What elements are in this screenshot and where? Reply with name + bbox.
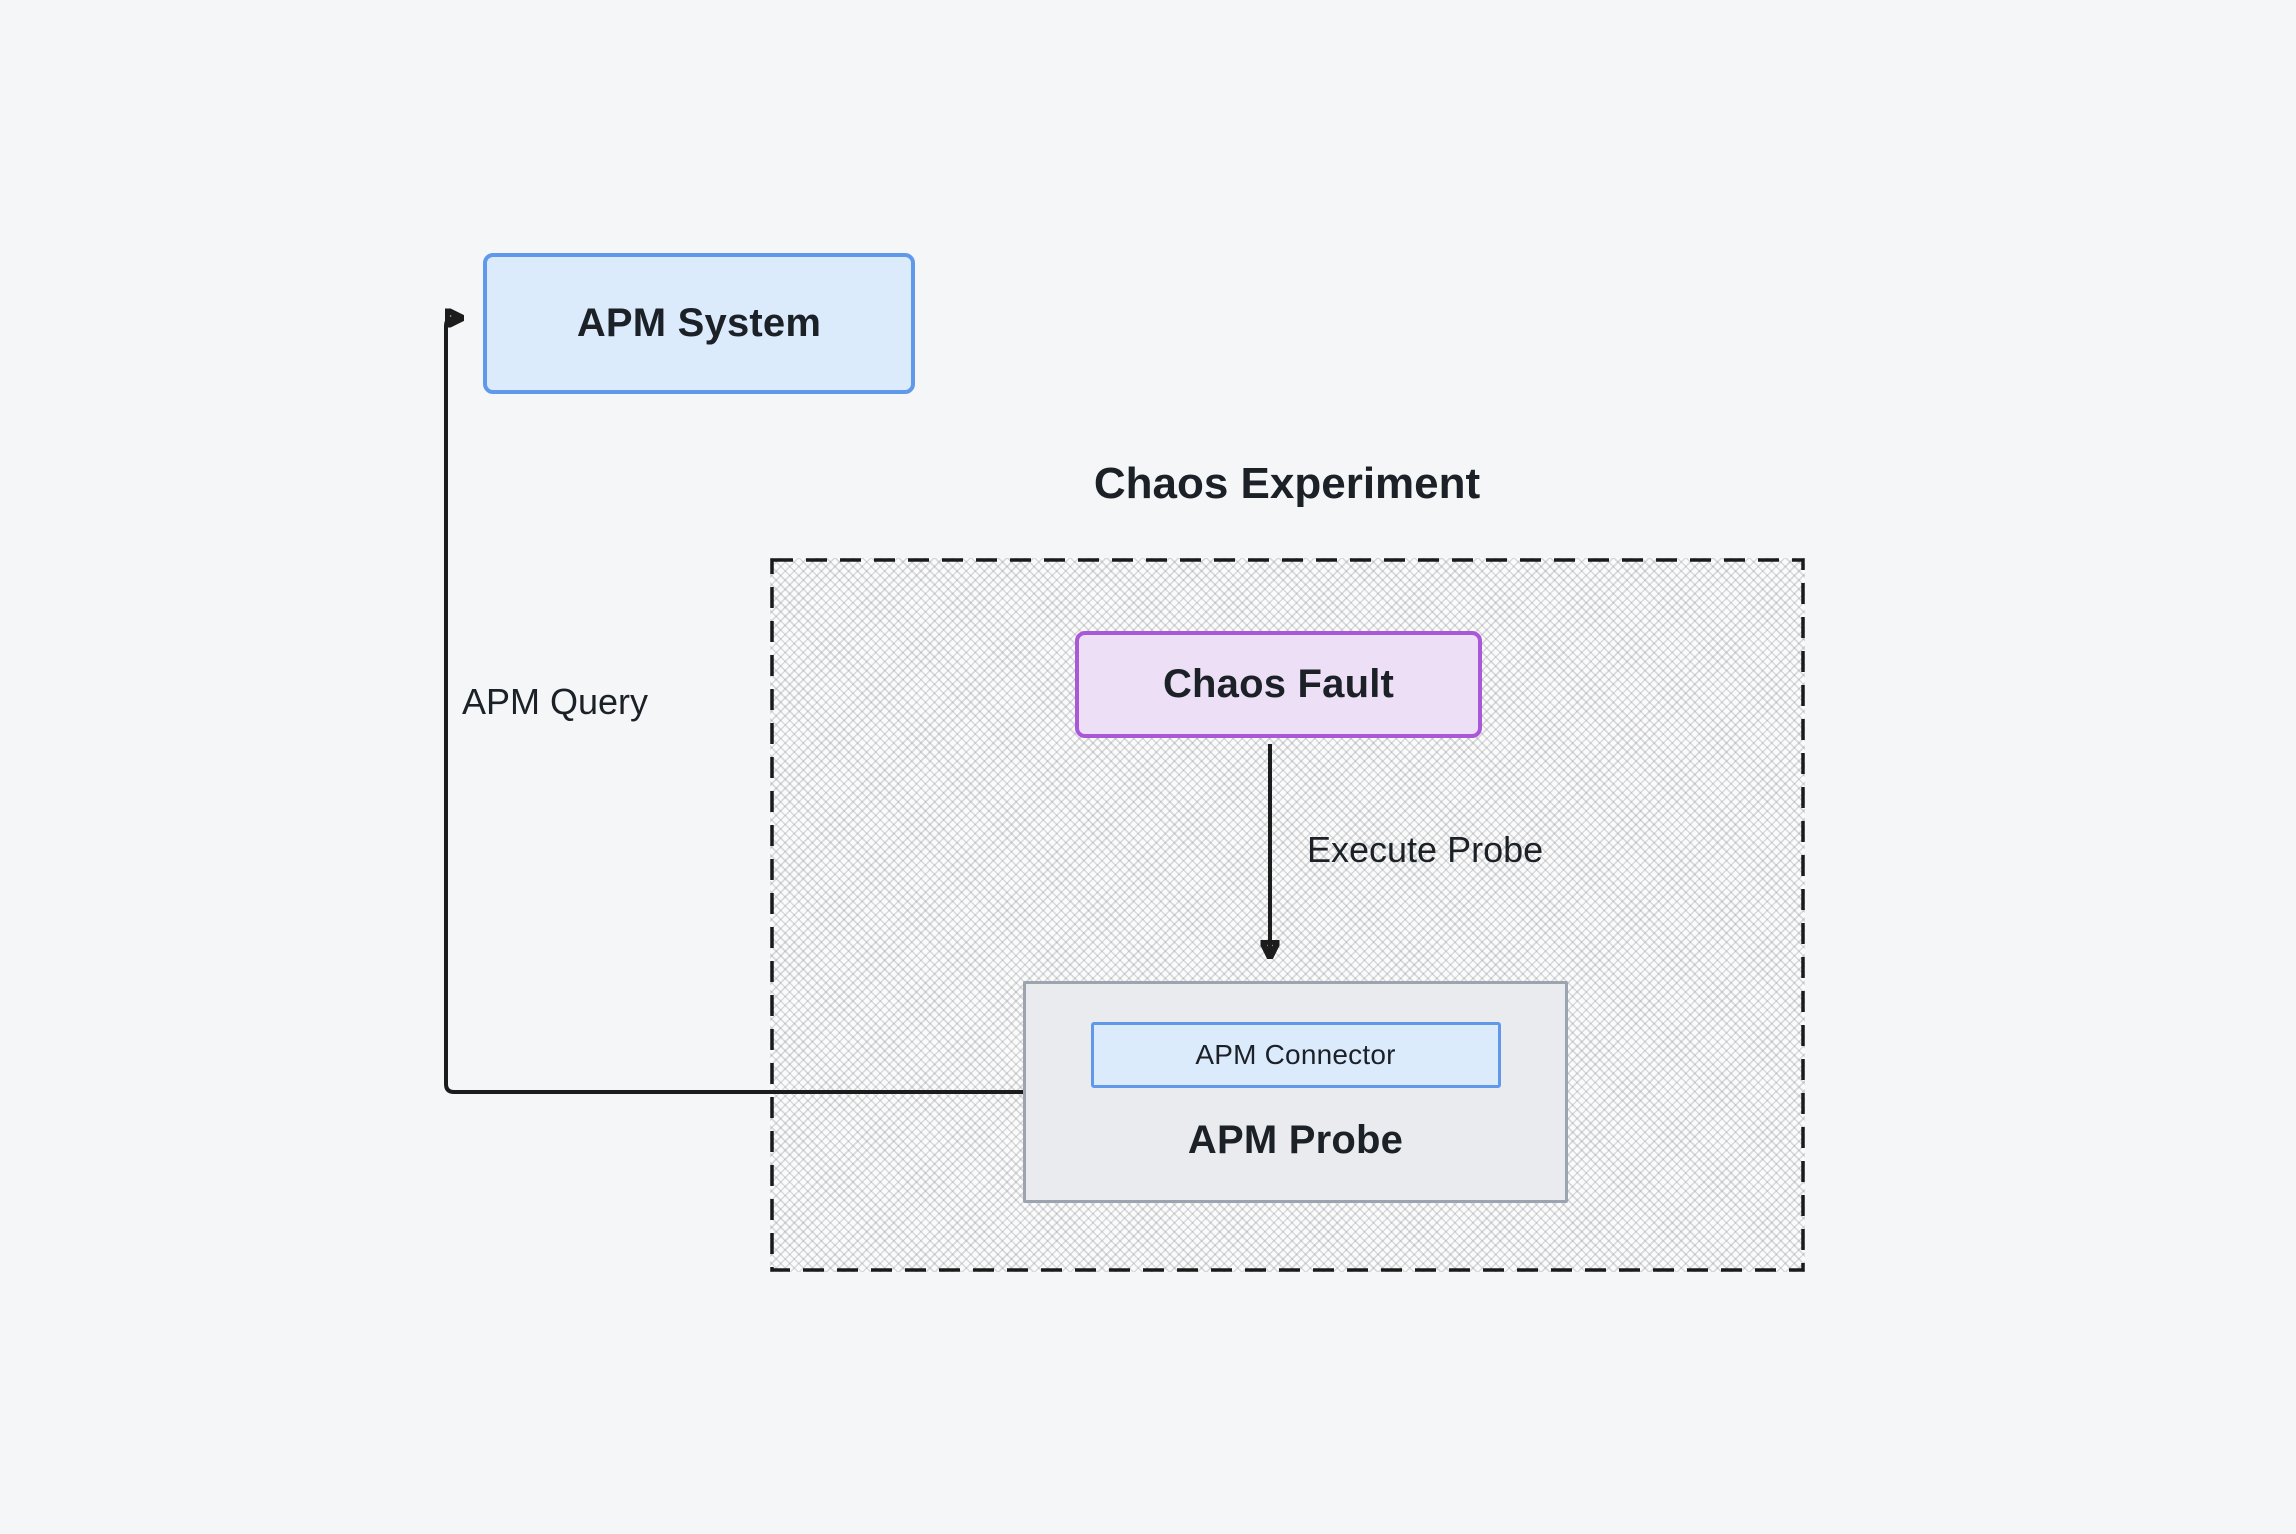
apm-connector-label: APM Connector bbox=[1195, 1039, 1396, 1070]
dashed-border bbox=[770, 558, 1805, 1272]
node-apm-system: APM System bbox=[483, 253, 915, 394]
apm-probe-label: APM Probe bbox=[1187, 1118, 1404, 1162]
apm-query-edge-label: APM Query bbox=[462, 681, 649, 722]
chaos-experiment-container: Chaos Fault APM Connector APM Probe bbox=[770, 558, 1805, 1272]
node-apm-connector: APM Connector bbox=[1090, 1022, 1501, 1088]
chaos-fault-label: Chaos Fault bbox=[1162, 662, 1395, 706]
chaos-experiment-title: Chaos Experiment bbox=[1093, 459, 1481, 508]
apm-system-label: APM System bbox=[576, 301, 822, 345]
execute-probe-edge-label: Execute Probe bbox=[1307, 829, 1544, 870]
node-apm-probe: APM Connector APM Probe bbox=[1023, 981, 1568, 1203]
node-chaos-fault: Chaos Fault bbox=[1075, 631, 1482, 738]
